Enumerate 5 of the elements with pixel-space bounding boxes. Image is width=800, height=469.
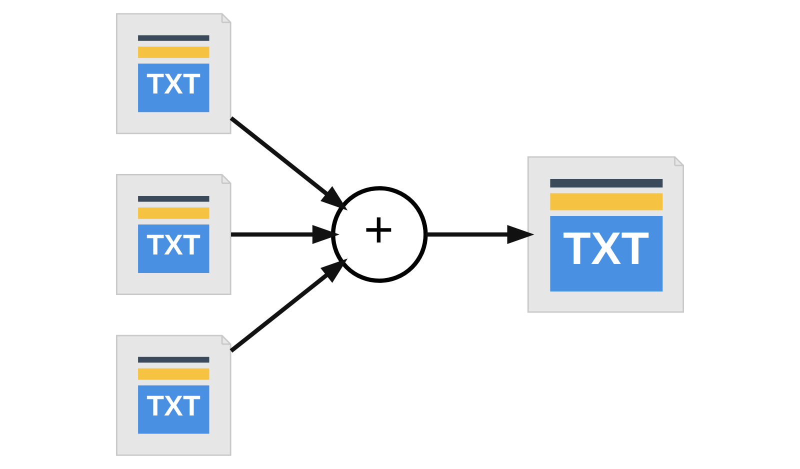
arrow [230, 116, 348, 210]
arrow [230, 258, 348, 353]
arrow [426, 225, 534, 244]
node-circle: + [330, 186, 428, 283]
arrow [231, 225, 340, 244]
